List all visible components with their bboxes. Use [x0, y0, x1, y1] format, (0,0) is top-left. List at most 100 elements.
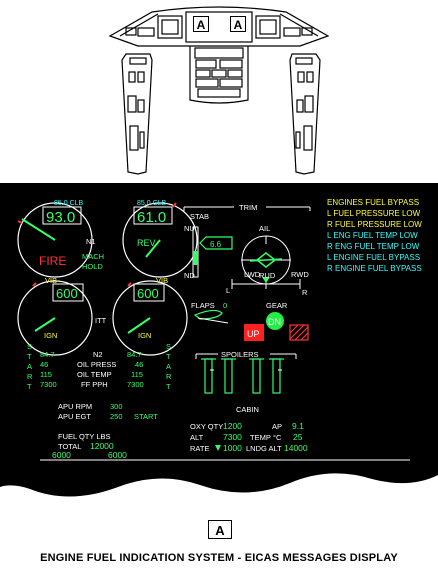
start-right: START [166, 342, 172, 391]
n2-right-3: 7300 [127, 380, 144, 389]
spoilers-frame [195, 353, 297, 359]
trim-frame [183, 206, 311, 211]
start-right-letter: S [166, 342, 171, 351]
apu-egt-label: APU EGT [58, 412, 91, 421]
itt-gauge-left [17, 280, 93, 356]
cabin-oxy-label: OXY QTY [190, 422, 223, 431]
gear-dn-label: DN [268, 317, 281, 327]
panel-callout-right: A [230, 16, 246, 32]
ign-left: IGN [44, 331, 57, 340]
n1-left-value: 93.0 [46, 209, 75, 226]
eicas-message-list: ENGINES FUEL BYPASS L FUEL PRESSURE LOW R … [327, 198, 422, 273]
flaps-indicator [193, 309, 229, 324]
gear-up-indicator [244, 324, 264, 341]
apu-status: START [134, 412, 158, 421]
spoilers-label: SPOILERS [221, 350, 259, 359]
n2-left-1: 46 [40, 360, 48, 369]
n2-right-0: 84.7 [127, 350, 142, 359]
eicas-message: R FUEL PRESSURE LOW [327, 220, 422, 229]
fire-status: FIRE [39, 254, 66, 268]
panel-callout-left-label: A [196, 18, 206, 32]
spoiler-bars [201, 358, 284, 394]
eicas-message: R ENGINE FUEL BYPASS [327, 264, 422, 273]
figure-caption: ENGINE FUEL INDICATION SYSTEM - EICAS ME… [40, 552, 398, 564]
rud-r: R [302, 288, 308, 297]
ail-label: AIL [259, 224, 270, 233]
n2-right-2: 115 [131, 370, 143, 379]
fuel-title: FUEL QTY LBS [58, 432, 111, 441]
gear-up-label: UP [247, 329, 260, 339]
n2-left-3: 7300 [40, 380, 57, 389]
n1-right-limit: 85.0 CLB [137, 200, 167, 207]
row-oil-temp: OIL TEMP [77, 370, 112, 379]
rud-l: L [226, 286, 230, 295]
start-left-letter: A [27, 362, 32, 371]
row-oil-press: OIL PRESS [77, 360, 116, 369]
gear-dn-indicator [266, 312, 284, 330]
n2-right-1: 46 [135, 360, 143, 369]
flaps-value: 0 [223, 301, 227, 310]
start-right-letter: A [166, 362, 171, 371]
itt-left-value: 600 [56, 286, 78, 301]
cabin-lndg-alt-label: LNDG ALT [246, 444, 282, 453]
n1-left-limit: 85.0 CLB [54, 200, 84, 207]
rwd-label: RWD [291, 270, 309, 279]
eicas-message: L FUEL PRESSURE LOW [327, 209, 421, 218]
gear-label: GEAR [266, 301, 288, 310]
panel-callout-left: A [193, 16, 209, 32]
footer-callout-label: A [215, 523, 225, 538]
row-ff-pph: FF PPH [81, 380, 108, 389]
cabin-alt-value: 7300 [223, 432, 242, 442]
cabin-lndg-alt-value: 14000 [284, 443, 308, 453]
eicas-message: ENGINES FUEL BYPASS [327, 198, 419, 207]
eicas-display: 85.0 CLB 85.0 CLB 93.0 61.0 N1 FIRE REV … [0, 183, 438, 497]
start-left-letter: R [27, 372, 33, 381]
mach-status: MACH [82, 252, 104, 261]
stab-label: STAB [190, 212, 209, 221]
eicas-message: L ENG FUEL TEMP LOW [327, 231, 418, 240]
fuel-total-value: 12000 [90, 441, 114, 451]
rate-arrow [215, 445, 221, 451]
start-right-letter: R [166, 372, 172, 381]
stab-indicator [192, 226, 233, 278]
start-left-letter: S [27, 342, 32, 351]
start-left: START [27, 342, 33, 391]
stab-nu: NU [184, 224, 195, 233]
fuel-right-value: 6000 [108, 450, 127, 460]
lwd-label: LWD [244, 270, 261, 279]
gear-hatch-indicator [289, 324, 309, 341]
n2-label: N2 [93, 350, 103, 359]
cabin-ap-label: AP [272, 422, 282, 431]
start-right-letter: T [166, 352, 171, 361]
fuel-left-value: 6000 [52, 450, 71, 460]
itt-gauge-right [112, 280, 188, 356]
apu-rpm-value: 300 [110, 402, 123, 411]
cabin-rate-label: RATE [190, 444, 209, 453]
n2-left-2: 115 [40, 370, 52, 379]
n1-gauge-left [17, 202, 93, 278]
n1-gauge-right [122, 202, 198, 278]
apu-egt-value: 250 [110, 412, 123, 421]
panel-callout-right-label: A [233, 18, 243, 32]
itt-label: ITT [95, 316, 107, 325]
vib-right: VIB [156, 276, 168, 285]
n1-right-value: 61.0 [137, 209, 166, 226]
itt-right-value: 600 [137, 286, 159, 301]
eicas-screen [0, 183, 438, 497]
cabin-temp-value: 25 [293, 432, 303, 442]
cockpit-panel-drawing [108, 6, 330, 175]
start-right-letter: T [166, 382, 171, 391]
cabin-ap-value: 9.1 [292, 421, 304, 431]
cabin-temp-unit: °C [273, 433, 282, 442]
stab-nd: ND [184, 271, 195, 280]
rudder-indicator [231, 277, 301, 289]
apu-rpm-label: APU RPM [58, 402, 92, 411]
vib-left: VIB [45, 276, 57, 285]
footer-callout: A [208, 520, 232, 539]
hold-status: HOLD [82, 262, 103, 271]
rev-status: REV [137, 238, 156, 248]
eicas-message: R ENG FUEL TEMP LOW [327, 242, 420, 251]
eicas-message: L ENGINE FUEL BYPASS [327, 253, 420, 262]
fuel-total-label: TOTAL [58, 442, 81, 451]
stab-value: 6.6 [210, 240, 222, 249]
